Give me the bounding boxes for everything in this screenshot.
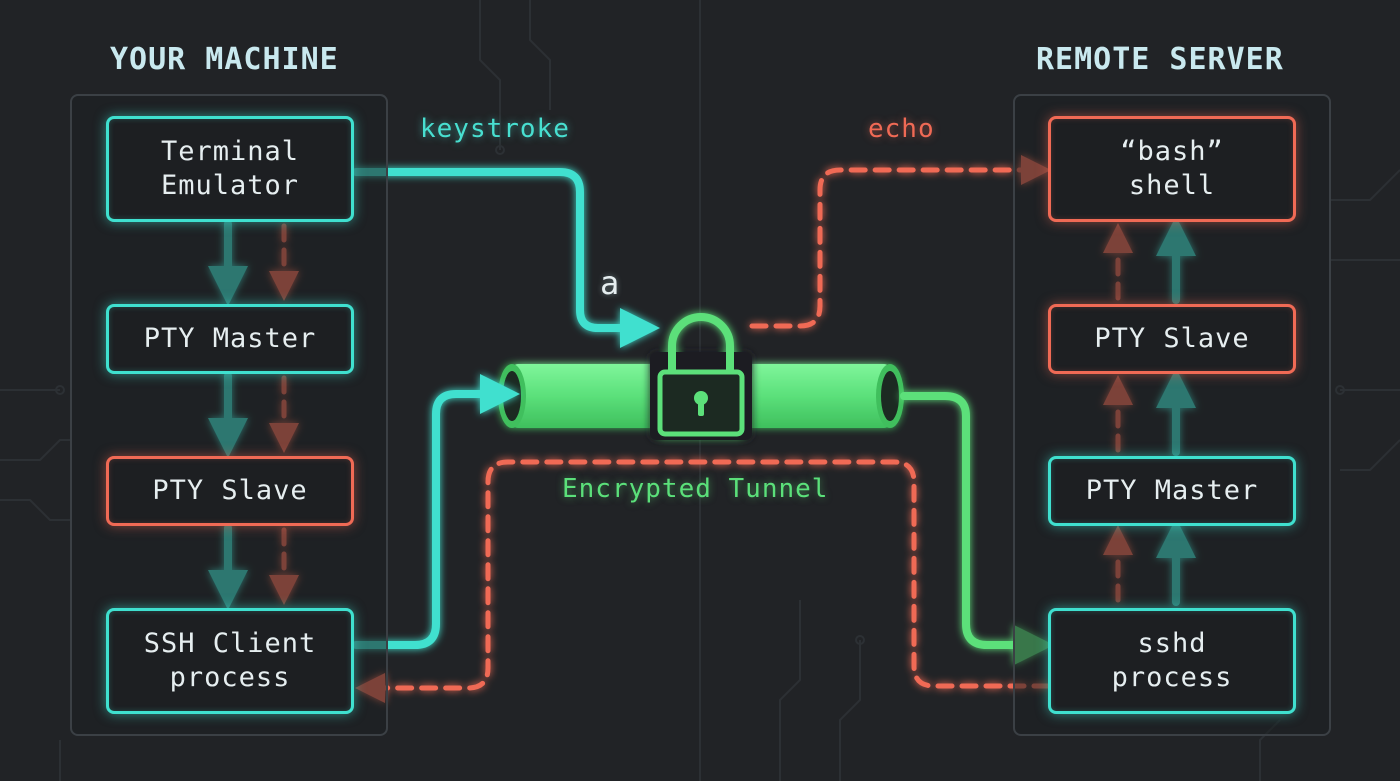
left-pty-master-node: PTY Master — [106, 304, 354, 374]
left-pty-slave-label: PTY Slave — [152, 475, 308, 506]
right-pty-master-label: PTY Master — [1085, 475, 1259, 506]
tunnel-label: Encrypted Tunnel — [562, 474, 829, 504]
right-pty-slave-label: PTY Slave — [1094, 323, 1250, 354]
key-char-label: a — [600, 264, 621, 302]
ssh-client-node: SSH Client process — [106, 608, 354, 714]
right-pty-master-node: PTY Master — [1048, 456, 1296, 526]
sshd-line2: process — [1111, 662, 1233, 693]
terminal-emulator-node: Terminal Emulator — [106, 116, 354, 222]
tunnel-to-sshd-path — [900, 392, 1054, 665]
right-pty-slave-node: PTY Slave — [1048, 304, 1296, 374]
bash-shell-line2: shell — [1128, 170, 1216, 201]
left-pty-slave-node: PTY Slave — [106, 456, 354, 526]
padlock-icon — [650, 313, 752, 440]
ssh-client-line1: SSH Client — [143, 628, 317, 659]
left-panel-title: YOUR MACHINE — [110, 42, 339, 77]
right-panel-title: REMOTE SERVER — [1036, 42, 1284, 77]
terminal-emulator-line1: Terminal — [160, 136, 300, 167]
bash-shell-node: “bash” shell — [1048, 116, 1296, 222]
sshd-line1: sshd — [1137, 628, 1207, 659]
sshd-node: sshd process — [1048, 608, 1296, 714]
terminal-emulator-line2: Emulator — [160, 170, 300, 201]
bash-shell-line1: “bash” — [1120, 136, 1224, 167]
left-pty-master-label: PTY Master — [143, 323, 317, 354]
echo-label: echo — [868, 114, 935, 144]
ssh-client-line2: process — [169, 662, 291, 693]
keystroke-label: keystroke — [420, 114, 570, 144]
